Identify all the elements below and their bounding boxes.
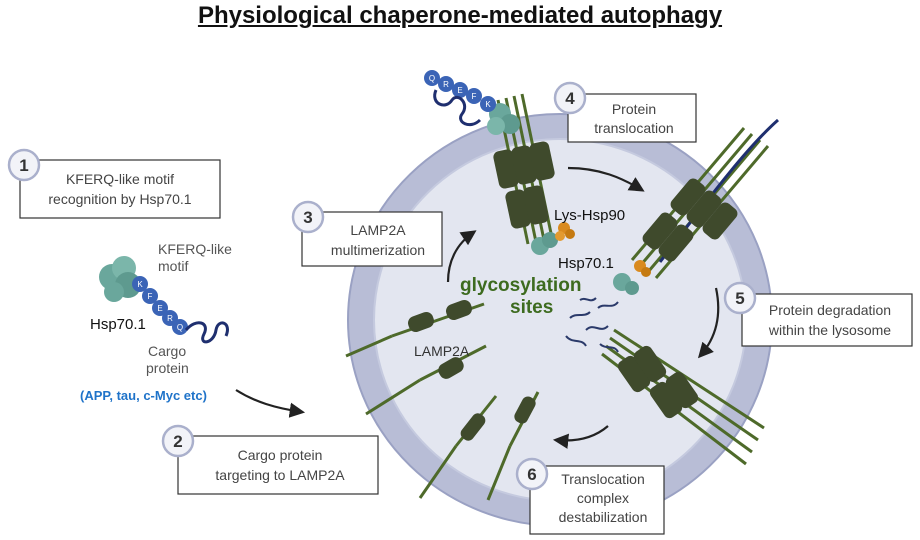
step-4-line2: translocation: [594, 120, 673, 136]
step-3: 3 LAMP2A multimerization: [291, 200, 443, 267]
step-6-box: [529, 465, 665, 535]
step-2: 2 Cargo protein targeting to LAMP2A: [161, 424, 379, 495]
motif-letter: K: [485, 100, 491, 109]
arrow-degradation: [697, 287, 720, 359]
step-2-number: 2: [173, 432, 182, 451]
step-4-number: 4: [565, 89, 575, 108]
step-6-line1: Translocation: [561, 471, 645, 487]
cargo-protein-chain-left: [184, 321, 229, 344]
kferq-label-line1: KFERQ-like: [158, 241, 232, 257]
step-3-number: 3: [303, 208, 312, 227]
arrow-translocation: [567, 166, 645, 192]
motif-letter: R: [167, 314, 173, 323]
kferq-motif-beads-left: K F E R Q: [132, 276, 188, 335]
lamp2a-monomer-4: [486, 391, 540, 501]
motif-letter: E: [157, 304, 162, 313]
motif-letter: Q: [177, 323, 183, 332]
step-5-line1: Protein degradation: [769, 302, 891, 318]
step-4: 4 Protein translocation: [553, 81, 697, 143]
hsp70-left-label: Hsp70.1: [90, 316, 146, 333]
cargo-label-line2: protein: [146, 360, 189, 376]
step-3-box: [301, 211, 443, 267]
degraded-peptides: [565, 297, 619, 353]
step-4-line1: Protein: [612, 101, 656, 117]
hsp70-lumen-top: [531, 232, 558, 255]
step-2-badge: [161, 424, 195, 458]
step-6-line3: destabilization: [559, 509, 648, 525]
kferq-motif-beads-top: Q R E F K: [424, 70, 496, 112]
arrow-destabilization: [552, 425, 609, 449]
step-3-line2: multimerization: [331, 242, 425, 258]
step-6-number: 6: [527, 465, 536, 484]
step-5-line2: within the lysosome: [768, 322, 891, 338]
step-6-line2: complex: [577, 490, 629, 506]
lys-hsp90-right: [634, 260, 651, 277]
kferq-label-line2: motif: [158, 258, 188, 274]
lys-hsp90-top: [555, 222, 575, 241]
motif-letter: F: [148, 292, 153, 301]
step-6: 6 Translocation complex destabilization: [515, 457, 665, 535]
lamp2a-multimer-destabilizing: [601, 328, 765, 466]
step-5-number: 5: [735, 289, 744, 308]
step-3-badge: [291, 200, 325, 234]
step-1-badge: [7, 148, 41, 182]
cytosolic-cargo-complex: K F E R Q: [99, 256, 229, 344]
step-2-line1: Cargo protein: [238, 447, 323, 463]
arrow-to-lamp2a: [235, 389, 306, 418]
step-1-box: [19, 159, 221, 219]
motif-letter: R: [443, 80, 449, 89]
lamp2a-monomer-2: [365, 344, 487, 416]
cargo-examples: (APP, tau, c-Myc etc): [80, 388, 207, 403]
motif-letter: F: [472, 92, 477, 101]
hsp70-inside-label: Hsp70.1: [558, 255, 614, 272]
glycosylation-label-line2: sites: [510, 297, 553, 318]
step-5-badge: [723, 281, 757, 315]
lamp2a-monomer-3: [418, 395, 498, 499]
step-1-number: 1: [19, 156, 28, 175]
diagram-title: Physiological chaperone-mediated autopha…: [197, 2, 723, 29]
cargo-protein-chain-top: [433, 89, 482, 127]
motif-letter: Q: [429, 74, 435, 83]
glycosylation-label-line1: glycosylation: [460, 275, 581, 296]
step-1-line2: recognition by Hsp70.1: [48, 191, 191, 207]
lamp2a-multimer-top: Q R E F K: [424, 70, 575, 255]
hsp70-lumen-right: [613, 273, 639, 295]
step-1: 1 KFERQ-like motif recognition by Hsp70.…: [7, 148, 221, 219]
step-4-badge: [553, 81, 587, 115]
step-3-line1: LAMP2A: [350, 222, 406, 238]
step-1-line1: KFERQ-like motif: [66, 171, 174, 187]
lys-hsp90-label: Lys-Hsp90: [554, 207, 625, 224]
motif-letter: K: [137, 280, 143, 289]
step-5-box: [741, 293, 913, 347]
step-2-box: [177, 435, 379, 495]
step-5: 5 Protein degradation within the lysosom…: [723, 281, 913, 347]
lamp2a-monomer-1: [345, 300, 485, 358]
motif-letter: E: [457, 86, 462, 95]
arrow-multimerization: [446, 230, 477, 283]
cargo-label-line1: Cargo: [148, 343, 186, 359]
lamp2a-multimer-translocating: [613, 118, 779, 295]
step-6-badge: [515, 457, 549, 491]
step-2-line2: targeting to LAMP2A: [215, 467, 345, 483]
lamp2a-label: LAMP2A: [414, 343, 470, 359]
step-4-box: [567, 93, 697, 143]
